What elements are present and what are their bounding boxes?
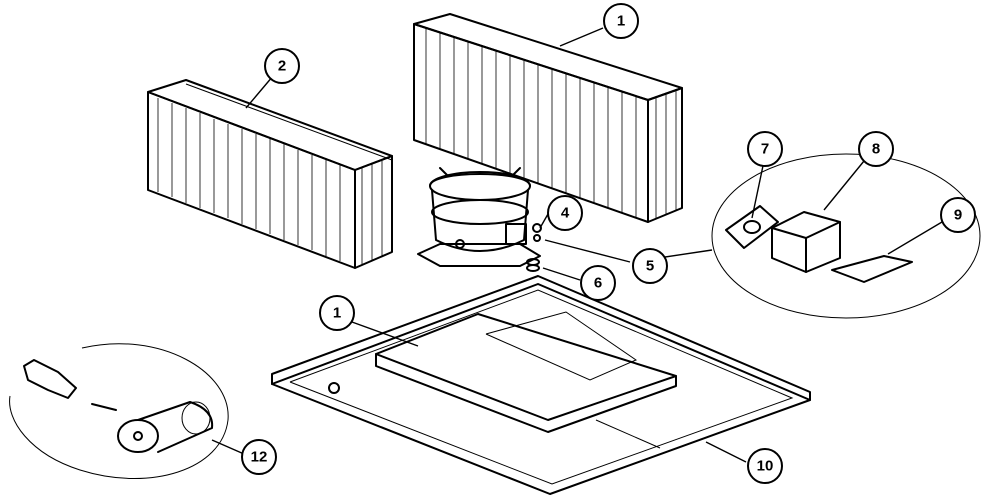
svg-text:10: 10 <box>757 458 774 475</box>
callout-8: 8 <box>858 131 894 167</box>
small-parts <box>526 223 542 272</box>
callout-1-bottom: 1 <box>319 295 355 331</box>
svg-text:1: 1 <box>617 13 625 30</box>
svg-text:12: 12 <box>251 449 268 466</box>
detail-circle-electrical <box>711 153 981 319</box>
callout-2: 2 <box>264 48 300 84</box>
svg-text:8: 8 <box>872 141 880 158</box>
coil-right <box>413 13 683 223</box>
callout-6: 6 <box>580 265 616 301</box>
callout-7: 7 <box>747 131 783 167</box>
callout-12: 12 <box>241 439 277 475</box>
callout-5: 5 <box>632 248 668 284</box>
svg-text:9: 9 <box>954 207 962 224</box>
svg-text:6: 6 <box>594 275 602 292</box>
callout-10: 10 <box>747 448 783 484</box>
svg-text:1: 1 <box>333 305 341 322</box>
base-pan <box>271 275 811 495</box>
leader-lines <box>211 27 943 463</box>
compressor <box>417 167 541 267</box>
callout-4: 4 <box>547 195 583 231</box>
svg-text:7: 7 <box>761 141 769 158</box>
callout-1-top: 1 <box>603 3 639 39</box>
coil-left <box>147 79 393 269</box>
svg-text:4: 4 <box>561 205 570 222</box>
callout-9: 9 <box>940 197 976 233</box>
svg-text:5: 5 <box>646 258 654 275</box>
detail-circle-drum <box>9 343 229 480</box>
svg-text:2: 2 <box>278 58 286 75</box>
